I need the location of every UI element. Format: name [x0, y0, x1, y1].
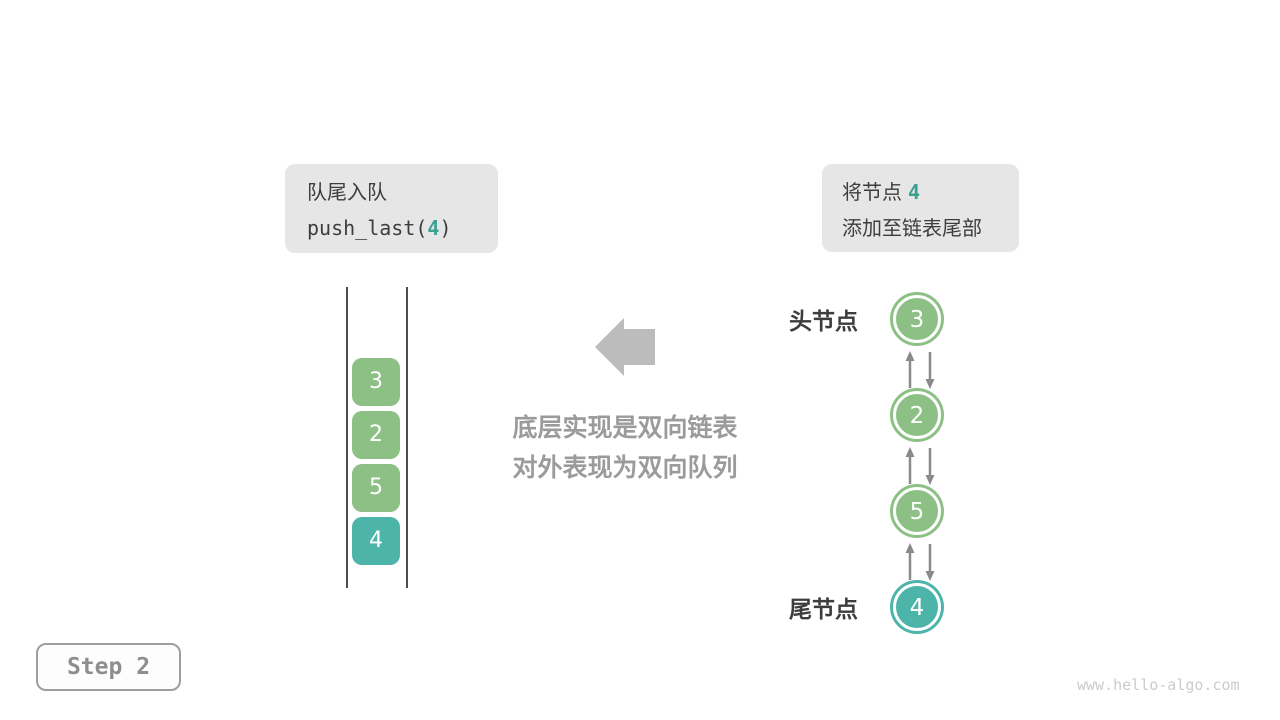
- list-node: 5: [893, 487, 941, 535]
- list-node: 2: [893, 391, 941, 439]
- operation-title: 队尾入队: [307, 180, 387, 204]
- bidirectional-arrow-icon: [905, 351, 935, 389]
- caption-line1: 底层实现是双向链表: [512, 413, 738, 442]
- list-node: 3: [893, 295, 941, 343]
- code-prefix: push_last(: [307, 216, 428, 240]
- caption: 底层实现是双向链表 对外表现为双向队列: [455, 408, 795, 488]
- bidirectional-arrow-icon: [905, 543, 935, 581]
- tail-node-label: 尾节点: [789, 597, 858, 623]
- step-indicator: Step 2: [36, 643, 181, 691]
- queue-item: 3: [352, 358, 400, 406]
- queue-item: 2: [352, 411, 400, 459]
- left-block-arrow-icon: [595, 318, 655, 376]
- description-line1-value: 4: [908, 180, 921, 204]
- operation-label-box: 队尾入队 push_last(4): [285, 164, 498, 253]
- operation-code: push_last(4): [307, 210, 498, 246]
- bidirectional-arrow-icon: [905, 447, 935, 485]
- queue-container: [346, 287, 408, 588]
- queue-item: 4: [352, 517, 400, 565]
- code-argument: 4: [427, 216, 440, 240]
- head-node-label: 头节点: [789, 309, 858, 335]
- list-node: 4: [893, 583, 941, 631]
- watermark: www.hello-algo.com: [1077, 676, 1240, 694]
- queue-item: 5: [352, 464, 400, 512]
- code-suffix: ): [439, 216, 452, 240]
- caption-line2: 对外表现为双向队列: [512, 453, 738, 482]
- description-line2: 添加至链表尾部: [842, 216, 982, 240]
- description-line1-text: 将节点: [842, 180, 902, 204]
